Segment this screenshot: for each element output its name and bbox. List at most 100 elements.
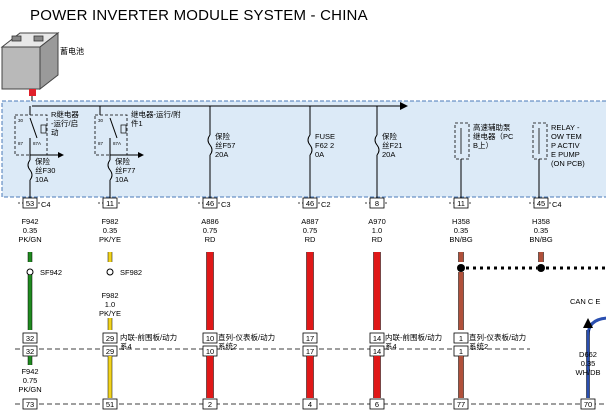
connector-top (298, 197, 322, 209)
connector-pin: 46 (206, 199, 214, 208)
fuse-element (307, 134, 313, 156)
connector-pin: 45 (537, 199, 545, 208)
connector-pin: 11 (106, 199, 114, 208)
fuse-element (107, 159, 113, 181)
connector-pin: 11 (457, 199, 465, 208)
battery-label: 蓄电池 (60, 46, 84, 56)
fuse-label: 20A (382, 150, 395, 159)
wire-label: WH/DB (576, 368, 601, 377)
bottom-pin-number: 51 (106, 400, 114, 409)
inline-pin-number: 10 (206, 347, 214, 356)
wire-label: F942 (21, 367, 38, 376)
bottom-pin-box (369, 398, 385, 410)
inline-pin-upper (202, 332, 218, 344)
inline-label: 直列-仪表板/动力 (218, 332, 275, 342)
relay-label: (ON PCB) (551, 159, 585, 168)
inline-pin-number: 17 (306, 347, 314, 356)
fuse-label: 保险 (35, 156, 50, 166)
fuse-label: 丝F77 (115, 165, 135, 175)
inline-label: 内联-前围板/动力 (385, 332, 442, 342)
bottom-pin-number: 2 (208, 400, 212, 409)
wire-label: D662 (579, 350, 597, 359)
wire-label: PK/GN (18, 235, 41, 244)
wire-label: RD (372, 235, 383, 244)
battery-terminal (11, 35, 22, 42)
relay-contact: 30 (98, 118, 104, 123)
wire-label: RD (305, 235, 316, 244)
connector-top (365, 197, 389, 209)
splice-sf982 (106, 268, 114, 276)
inline-pin-number: 14 (373, 334, 381, 343)
right-relay-1 (454, 122, 470, 203)
fuse-element (374, 134, 380, 156)
connector-top (98, 197, 122, 209)
wire-label: 0.75 (303, 226, 318, 235)
wire-label: PK/GN (18, 385, 41, 394)
relay-switch (109, 117, 118, 139)
relay-coil (120, 124, 127, 134)
relay-label: 继电器-运行/附 (131, 109, 181, 119)
wire-label: H358 (452, 217, 470, 226)
connector-top (198, 197, 222, 209)
relay-label: B上） (473, 141, 493, 150)
battery-terminal (33, 35, 44, 42)
wire-label: F982 (101, 217, 118, 226)
connector-pin-box (302, 197, 318, 209)
inline-label: 系4 (385, 341, 397, 351)
inline-pin-number: 32 (26, 334, 34, 343)
connector-name: C4 (41, 200, 51, 209)
bottom-pin-box (22, 398, 38, 410)
wire-label: A970 (368, 217, 386, 226)
fuse-label: F62 2 (315, 141, 334, 150)
relay-label: 继电器（PC (473, 131, 514, 141)
fuse-element (207, 134, 213, 156)
fuse-label: 20A (215, 150, 228, 159)
inline-pin-upper (102, 332, 118, 344)
can-arrow (583, 318, 593, 328)
wire-label: 0.35 (581, 359, 596, 368)
connector-top (449, 197, 473, 209)
wire-label: 0.75 (23, 376, 38, 385)
relay-switch (29, 117, 38, 139)
battery-front (1, 46, 41, 90)
relay-contact: 87A (113, 141, 121, 146)
connector-pin: 8 (375, 199, 379, 208)
fuse-label: 丝F57 (215, 140, 235, 150)
relay-label: 件1 (131, 118, 143, 128)
fuse-5 (374, 115, 380, 203)
battery-fuse-marker (29, 89, 36, 96)
bus-arrow (400, 102, 408, 110)
fuse-label: 10A (115, 175, 128, 184)
bottom-pin-box (102, 398, 118, 410)
wire-label: A887 (301, 217, 319, 226)
relay-label: P ACTIV (551, 141, 580, 150)
inline-pin-number: 29 (106, 347, 114, 356)
connector-name: C3 (221, 200, 231, 209)
inline-pin-upper (369, 332, 385, 344)
wire-label: 0.35 (454, 226, 469, 235)
inline-label: 系统2 (218, 341, 237, 351)
fuse-element (27, 159, 33, 181)
connector-top (18, 197, 42, 209)
connector-pin: 46 (306, 199, 314, 208)
relay-label: RELAY - (551, 123, 580, 132)
connector-pin-box (202, 197, 218, 209)
connector-name: C2 (321, 200, 331, 209)
fuse-label: 保险 (115, 156, 130, 166)
wire-label: F982 (101, 291, 118, 300)
relay-link-arrow (138, 152, 144, 158)
fuse-label: 10A (35, 175, 48, 184)
connector-pin-box (369, 197, 385, 209)
wire-label: 0.35 (23, 226, 38, 235)
relay-contact: 87 (18, 141, 24, 146)
inline-label: 直列-仪表板/动力 (469, 332, 526, 342)
relay-label: 高速辅助泵 (473, 122, 511, 132)
wire-label: 0.75 (203, 226, 218, 235)
wire-label: 0.35 (534, 226, 549, 235)
splice-sf942 (26, 268, 34, 276)
wire-label: 1.0 (372, 226, 382, 235)
relay-label: R继电器 (51, 109, 79, 119)
inline-pin-upper (22, 332, 38, 344)
